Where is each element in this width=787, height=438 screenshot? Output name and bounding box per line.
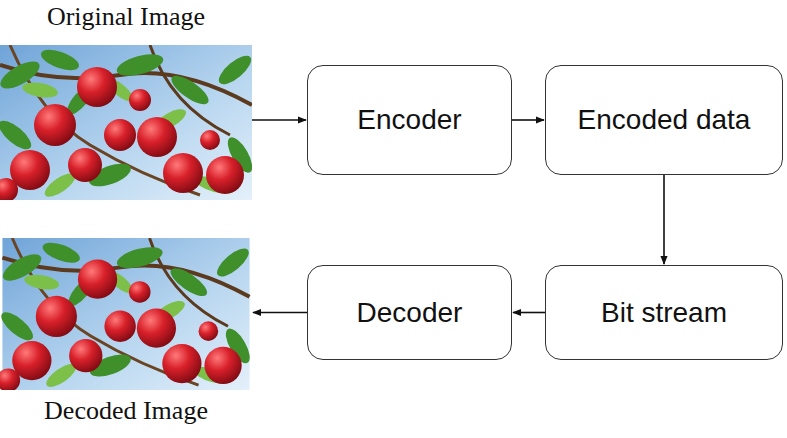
flow-arrow	[253, 312, 307, 314]
box-label: Bit stream	[601, 297, 727, 329]
flow-arrow	[513, 312, 545, 314]
image-caption: Decoded Image	[0, 396, 252, 426]
process-box: Encoder	[307, 65, 512, 175]
box-label: Encoder	[357, 104, 461, 136]
process-box: Encoded data	[545, 65, 783, 175]
process-box: Decoder	[307, 265, 512, 360]
box-label: Encoded data	[578, 104, 751, 136]
flow-arrow	[663, 175, 665, 264]
flow-arrow	[512, 119, 544, 121]
image-panel: Original Image	[0, 0, 252, 200]
box-label: Decoder	[357, 297, 463, 329]
flow-arrow	[252, 119, 306, 121]
image-panel: Decoded Image	[0, 238, 252, 438]
process-box: Bit stream	[545, 265, 783, 360]
image-caption: Original Image	[0, 2, 252, 32]
